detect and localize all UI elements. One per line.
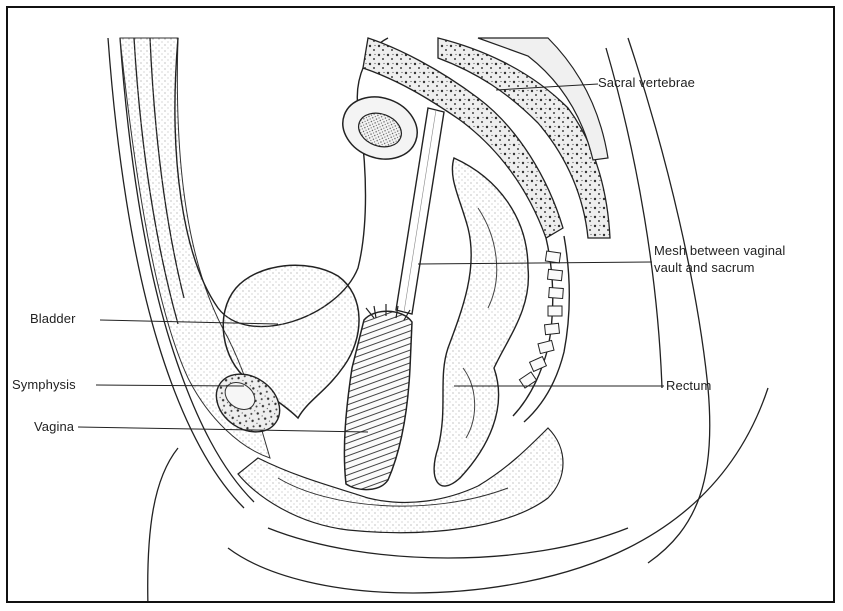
label-rectum: Rectum: [666, 377, 711, 394]
label-sacral-vertebrae: Sacral vertebrae: [598, 74, 695, 91]
label-vagina: Vagina: [34, 418, 74, 435]
anatomy-illustration: [8, 8, 835, 603]
label-symphysis: Symphysis: [12, 376, 76, 393]
label-bladder: Bladder: [30, 310, 76, 327]
bowel-loop: [334, 87, 426, 169]
rectum-organ: [434, 158, 528, 486]
diagram-frame: Sacral vertebrae Mesh between vaginal va…: [6, 6, 835, 603]
label-mesh: Mesh between vaginal vault and sacrum: [654, 242, 785, 276]
